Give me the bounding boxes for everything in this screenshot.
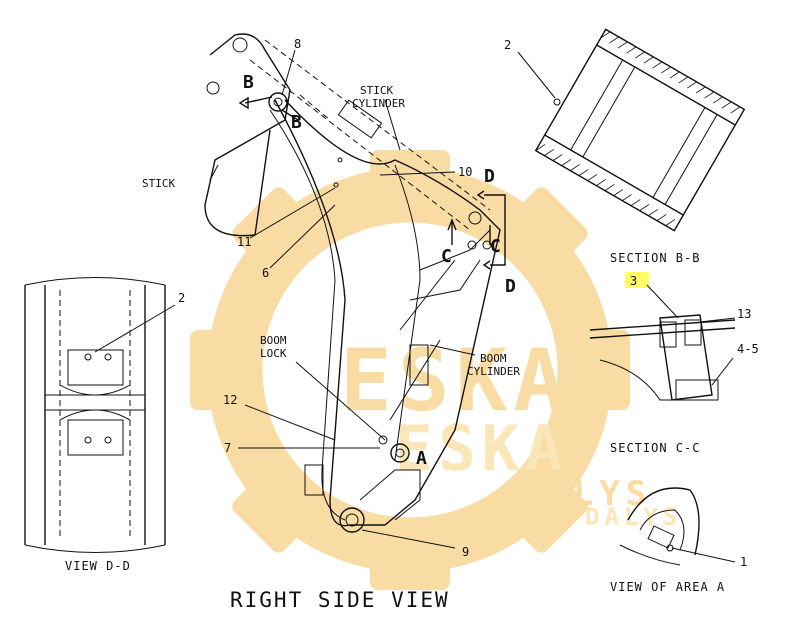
view-dd-title: VIEW D-D — [65, 559, 131, 573]
callout-1: 1 — [740, 555, 747, 569]
section-cc-title: SECTION C-C — [610, 441, 700, 455]
view-area-a-drawing — [619, 487, 736, 566]
callout-6: 6 — [262, 266, 269, 280]
watermark-gear-icon — [190, 150, 630, 590]
boom-lock-label-line2: LOCK — [260, 347, 287, 360]
callout-12: 12 — [223, 393, 237, 407]
boom-stick-drawing — [204, 33, 506, 549]
section-mark-c-left: C — [441, 246, 452, 267]
callout-2-right: 2 — [504, 38, 511, 52]
stick-cylinder-label-line1: STICK — [360, 84, 393, 97]
view-area-a-title: VIEW OF AREA A — [610, 580, 725, 594]
section-cc-drawing — [589, 284, 736, 401]
boom-cylinder-label-line1: BOOM — [480, 352, 507, 365]
stick-label: STICK — [142, 177, 175, 190]
watermark-text-4: DALYS — [585, 503, 682, 531]
callout-4-5: 4-5 — [737, 342, 759, 356]
section-bb-drawing — [517, 28, 746, 232]
view-dd-drawing — [24, 277, 176, 553]
callout-7: 7 — [224, 441, 231, 455]
area-mark-a: A — [416, 448, 427, 469]
callout-3: 3 — [630, 274, 637, 288]
right-side-view-title: RIGHT SIDE VIEW — [230, 588, 450, 612]
section-bb-title: SECTION B-B — [610, 251, 700, 265]
watermark-text-1: ESKA — [340, 331, 571, 431]
callout-2-left: 2 — [178, 291, 185, 305]
section-mark-d-lower: D — [505, 276, 516, 297]
section-mark-d-upper: D — [484, 166, 495, 187]
stick-cylinder-label-line2: CYLINDER — [352, 97, 405, 110]
section-mark-b-upper: B — [243, 72, 254, 93]
boom-lock-label-line1: BOOM — [260, 334, 287, 347]
callout-8: 8 — [294, 37, 301, 51]
watermark: ESKA ESKA DALYS DALYS — [190, 150, 682, 590]
callout-9: 9 — [462, 545, 469, 559]
boom-cylinder-label-line2: CYLINDER — [467, 365, 520, 378]
callout-10: 10 — [458, 165, 472, 179]
callout-11: 11 — [237, 235, 251, 249]
watermark-text-3: DALYS — [520, 474, 652, 514]
callout-3-highlight — [625, 272, 649, 288]
watermark-text-2: ESKA — [395, 412, 568, 485]
section-mark-b-lower: B — [291, 112, 302, 133]
section-mark-c-right: C — [490, 236, 501, 257]
callout-13: 13 — [737, 307, 751, 321]
